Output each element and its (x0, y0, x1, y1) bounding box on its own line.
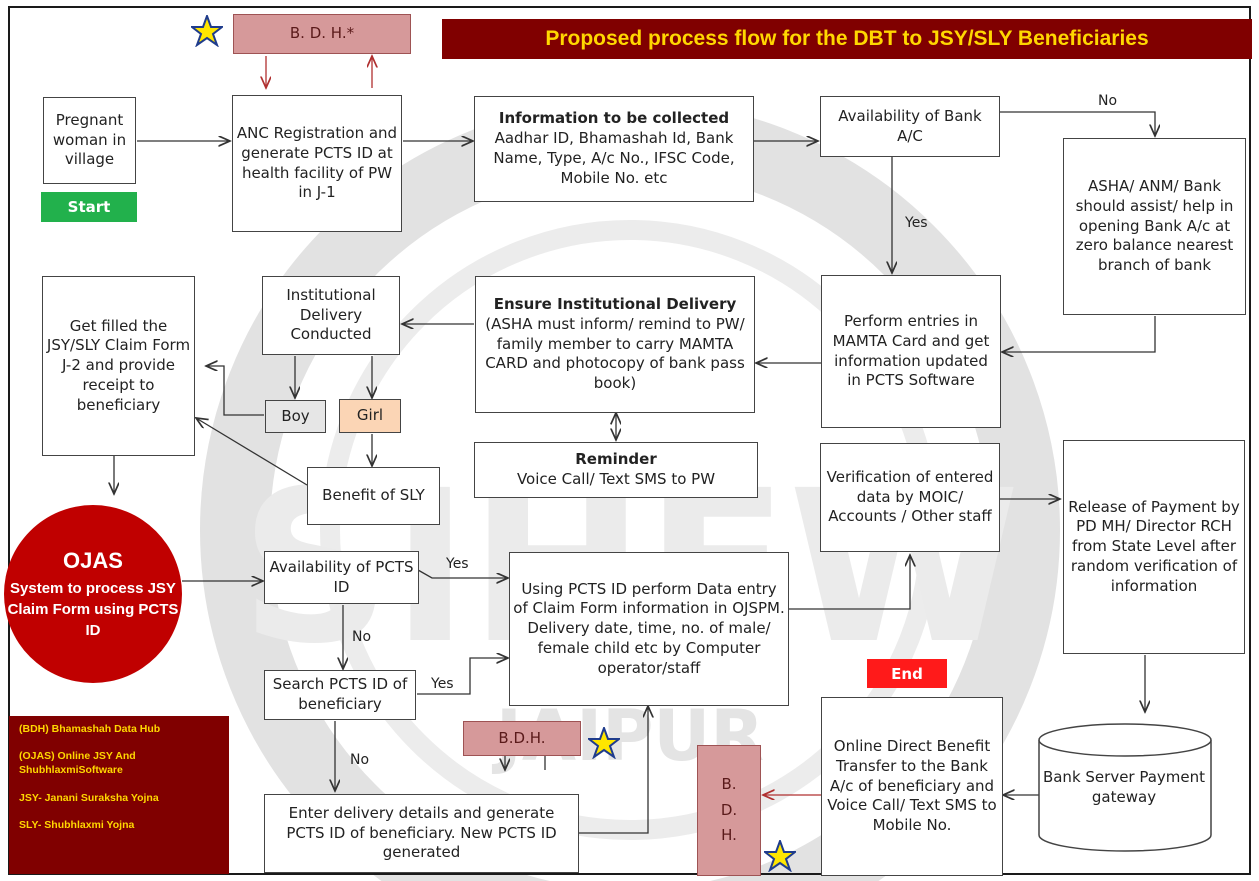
reminder-title: Reminder (575, 450, 657, 469)
bdh-middle-box: B.D.H. (463, 721, 581, 756)
yes-label: Yes (446, 556, 469, 572)
benefit-sly-box: Benefit of SLY (307, 467, 440, 525)
reminder-body: Voice Call/ Text SMS to PW (516, 470, 716, 488)
ojas-system-circle: OJAS System to process JSY Claim Form us… (4, 505, 182, 683)
diagram-frame (8, 6, 1251, 875)
no-label: No (352, 629, 372, 645)
legend-item-bdh: (BDH) Bhamashah Data Hub (19, 723, 161, 735)
reminder-box: Reminder Voice Call/ Text SMS to PW (474, 442, 758, 498)
yes-label: Yes (905, 215, 928, 231)
information-collected-box: Information to be collected Aadhar ID, B… (474, 96, 754, 202)
bdh-top-box: B. D. H.* (233, 14, 411, 54)
star-icon (191, 15, 223, 47)
legend-box: (BDH) Bhamashah Data Hub (OJAS) Online J… (9, 716, 229, 874)
end-badge: End (867, 659, 947, 688)
mamta-card-box: Perform entries in MAMTA Card and get in… (821, 275, 1001, 428)
bdh-side-box: B. D. H. (697, 745, 761, 876)
release-payment-box: Release of Payment by PD MH/ Director RC… (1063, 440, 1245, 654)
asha-assist-box: ASHA/ ANM/ Bank should assist/ help in o… (1063, 138, 1246, 315)
legend-item-ojas: (OJAS) Online JSY And ShubhlaxmiSoftware (19, 750, 136, 777)
bank-server-label: Bank Server Payment gateway (1042, 768, 1206, 806)
pregnant-woman-box: Pregnant woman in village (43, 97, 136, 184)
bank-availability-box: Availability of Bank A/C (820, 96, 1000, 157)
enter-delivery-box: Enter delivery details and generate PCTS… (264, 794, 579, 873)
legend-item-sly: SLY- Shubhlaxmi Yojna (19, 818, 135, 831)
claim-form-box: Get filled the JSY/SLY Claim Form J-2 an… (42, 276, 195, 456)
anc-registration-box: ANC Registration and generate PCTS ID at… (232, 95, 402, 232)
search-pcts-box: Search PCTS ID of beneficiary (264, 670, 416, 720)
star-icon (588, 727, 620, 759)
ensure-delivery-box: Ensure Institutional Delivery (ASHA must… (475, 276, 755, 413)
verification-box: Verification of entered data by MOIC/ Ac… (820, 443, 1000, 552)
institutional-delivery-box: Institutional Delivery Conducted (262, 276, 400, 355)
ojas-title: OJAS (63, 547, 123, 573)
using-pcts-box: Using PCTS ID perform Data entry of Clai… (509, 552, 789, 706)
ensure-delivery-body: (ASHA must inform/ remind to PW/ family … (485, 314, 745, 393)
online-dbt-box: Online Direct Benefit Transfer to the Ba… (821, 697, 1003, 876)
no-label: No (350, 752, 370, 768)
boy-box: Boy (265, 400, 326, 433)
yes-label: Yes (431, 676, 454, 692)
ensure-delivery-title: Ensure Institutional Delivery (493, 295, 737, 313)
star-icon (764, 840, 796, 872)
ojas-body: System to process JSY Claim Form using P… (7, 579, 179, 639)
diagram-title: Proposed process flow for the DBT to JSY… (442, 19, 1252, 59)
girl-box: Girl (339, 399, 401, 433)
pcts-availability-box: Availability of PCTS ID (264, 551, 419, 604)
no-label: No (1098, 93, 1118, 109)
information-collected-title: Information to be collected (498, 109, 730, 128)
legend-item-jsy: JSY- Janani Suraksha Yojna (19, 791, 159, 804)
information-collected-body: Aadhar ID, Bhamashah Id, Bank Name, Type… (493, 129, 735, 187)
start-badge: Start (41, 192, 137, 222)
